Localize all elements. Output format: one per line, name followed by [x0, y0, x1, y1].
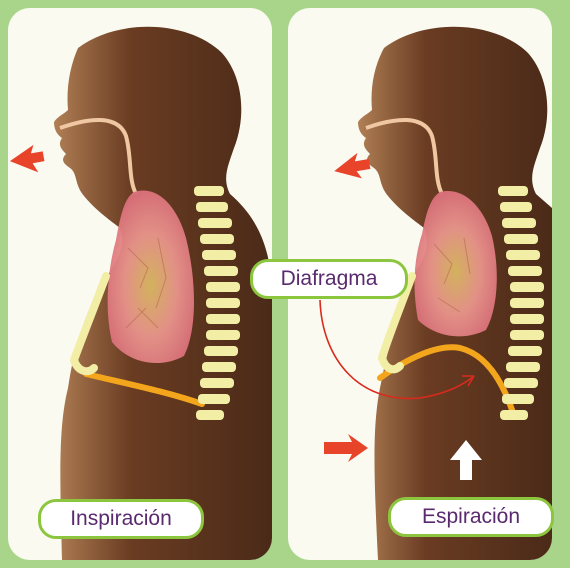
- inspiration-panel: [8, 8, 272, 560]
- expiration-label: Espiración: [388, 497, 554, 537]
- arrow-left-icon: [332, 151, 372, 183]
- inspiration-label: Inspiración: [38, 499, 204, 539]
- arrow-right-icon: [324, 434, 368, 462]
- arrow-right-icon: [8, 143, 46, 176]
- diaphragm-label: Diafragma: [250, 259, 408, 299]
- inspiration-illustration: [8, 8, 272, 560]
